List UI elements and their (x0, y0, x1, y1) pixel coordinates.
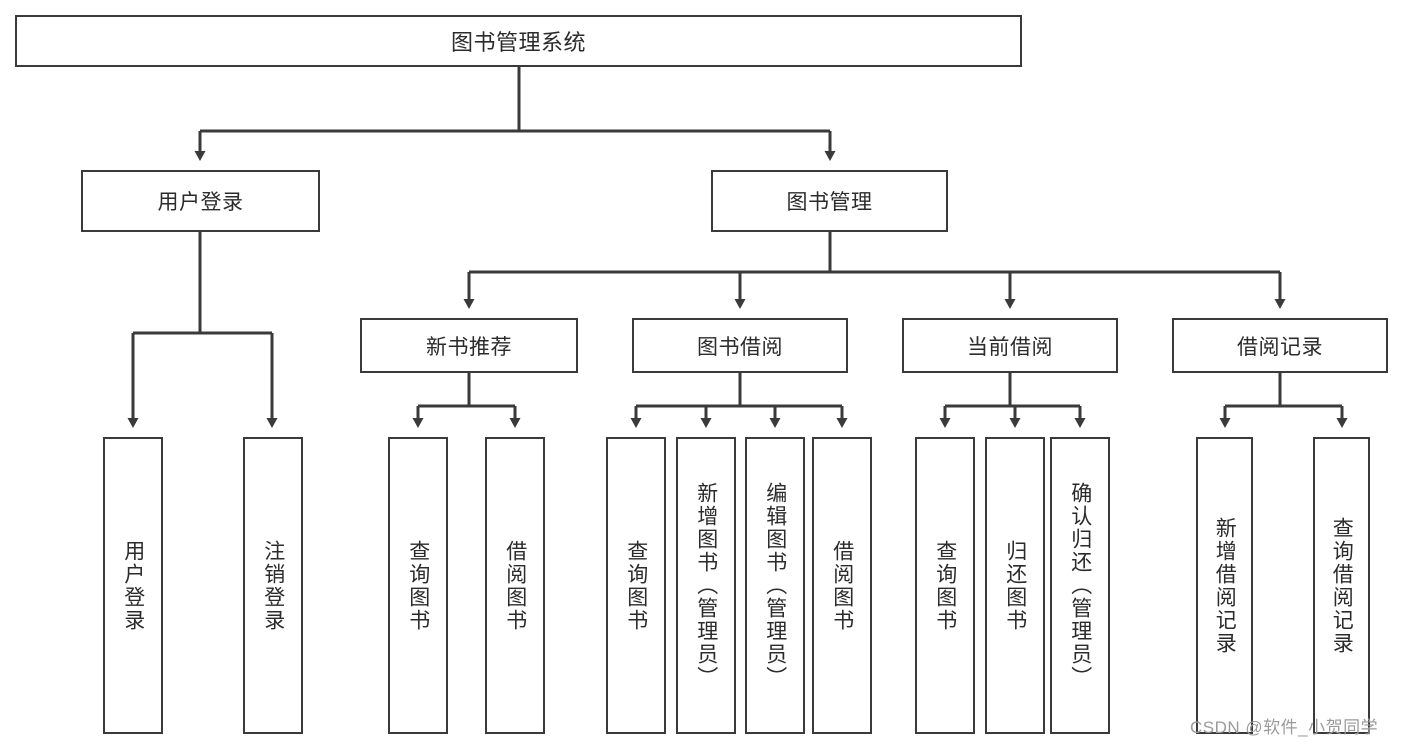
leaf-node-add-borrow-record-label: 新增借阅记录 (1213, 516, 1237, 655)
node-book-management-label: 图书管理 (786, 191, 873, 214)
leaf-node-user-login-label: 用户登录 (121, 539, 145, 632)
leaf-node-add-book-admin-label: 新增图书（管理员） (694, 482, 718, 689)
leaf-node-confirm-return-admin[interactable]: 确认归还（管理员） (1050, 437, 1110, 734)
leaf-node-borrow-book-recommendation[interactable]: 借阅图书 (485, 437, 545, 734)
leaf-node-borrow-book-recommendation-label: 借阅图书 (503, 539, 527, 632)
leaf-node-query-borrow-record-label: 查询借阅记录 (1330, 516, 1354, 655)
leaf-node-query-book-borrowing[interactable]: 查询图书 (606, 437, 666, 734)
leaf-node-query-book-recommendation[interactable]: 查询图书 (388, 437, 448, 734)
watermark-text: CSDN @软件_小贺同学 (1190, 718, 1379, 737)
node-current-borrowing-label: 当前借阅 (967, 335, 1053, 359)
leaf-node-add-book-admin[interactable]: 新增图书（管理员） (676, 437, 736, 734)
leaf-node-edit-book-admin-label: 编辑图书（管理员） (763, 482, 787, 689)
node-root-system[interactable]: 图书管理系统 (15, 15, 1022, 67)
node-current-borrowing[interactable]: 当前借阅 (902, 318, 1118, 373)
leaf-node-user-logout[interactable]: 注销登录 (243, 437, 303, 734)
leaf-node-return-book[interactable]: 归还图书 (985, 437, 1045, 734)
leaf-node-borrow-book[interactable]: 借阅图书 (812, 437, 872, 734)
node-book-management[interactable]: 图书管理 (711, 170, 948, 232)
leaf-node-query-book-current-label: 查询图书 (933, 539, 957, 632)
leaf-node-query-book-current[interactable]: 查询图书 (915, 437, 975, 734)
node-root-label: 图书管理系统 (450, 30, 586, 55)
leaf-node-query-borrow-record[interactable]: 查询借阅记录 (1313, 437, 1370, 734)
leaf-node-user-logout-label: 注销登录 (261, 539, 285, 632)
node-new-book-recommendation[interactable]: 新书推荐 (360, 318, 578, 373)
leaf-node-borrow-book-label: 借阅图书 (830, 539, 854, 632)
leaf-node-add-borrow-record[interactable]: 新增借阅记录 (1196, 437, 1253, 734)
leaf-node-user-login[interactable]: 用户登录 (103, 437, 163, 734)
node-user-login-label: 用户登录 (157, 191, 244, 214)
node-book-borrowing[interactable]: 图书借阅 (632, 318, 848, 373)
leaf-node-query-book-recommendation-label: 查询图书 (406, 539, 430, 632)
node-book-borrowing-label: 图书借阅 (697, 335, 783, 359)
node-borrow-records[interactable]: 借阅记录 (1172, 318, 1388, 373)
leaf-node-edit-book-admin[interactable]: 编辑图书（管理员） (745, 437, 805, 734)
node-new-book-recommendation-label: 新书推荐 (426, 335, 512, 359)
leaf-node-confirm-return-admin-label: 确认归还（管理员） (1068, 482, 1092, 689)
node-user-login[interactable]: 用户登录 (81, 170, 320, 232)
node-borrow-records-label: 借阅记录 (1237, 335, 1323, 359)
leaf-node-query-book-borrowing-label: 查询图书 (624, 539, 648, 632)
leaf-node-return-book-label: 归还图书 (1003, 539, 1027, 632)
